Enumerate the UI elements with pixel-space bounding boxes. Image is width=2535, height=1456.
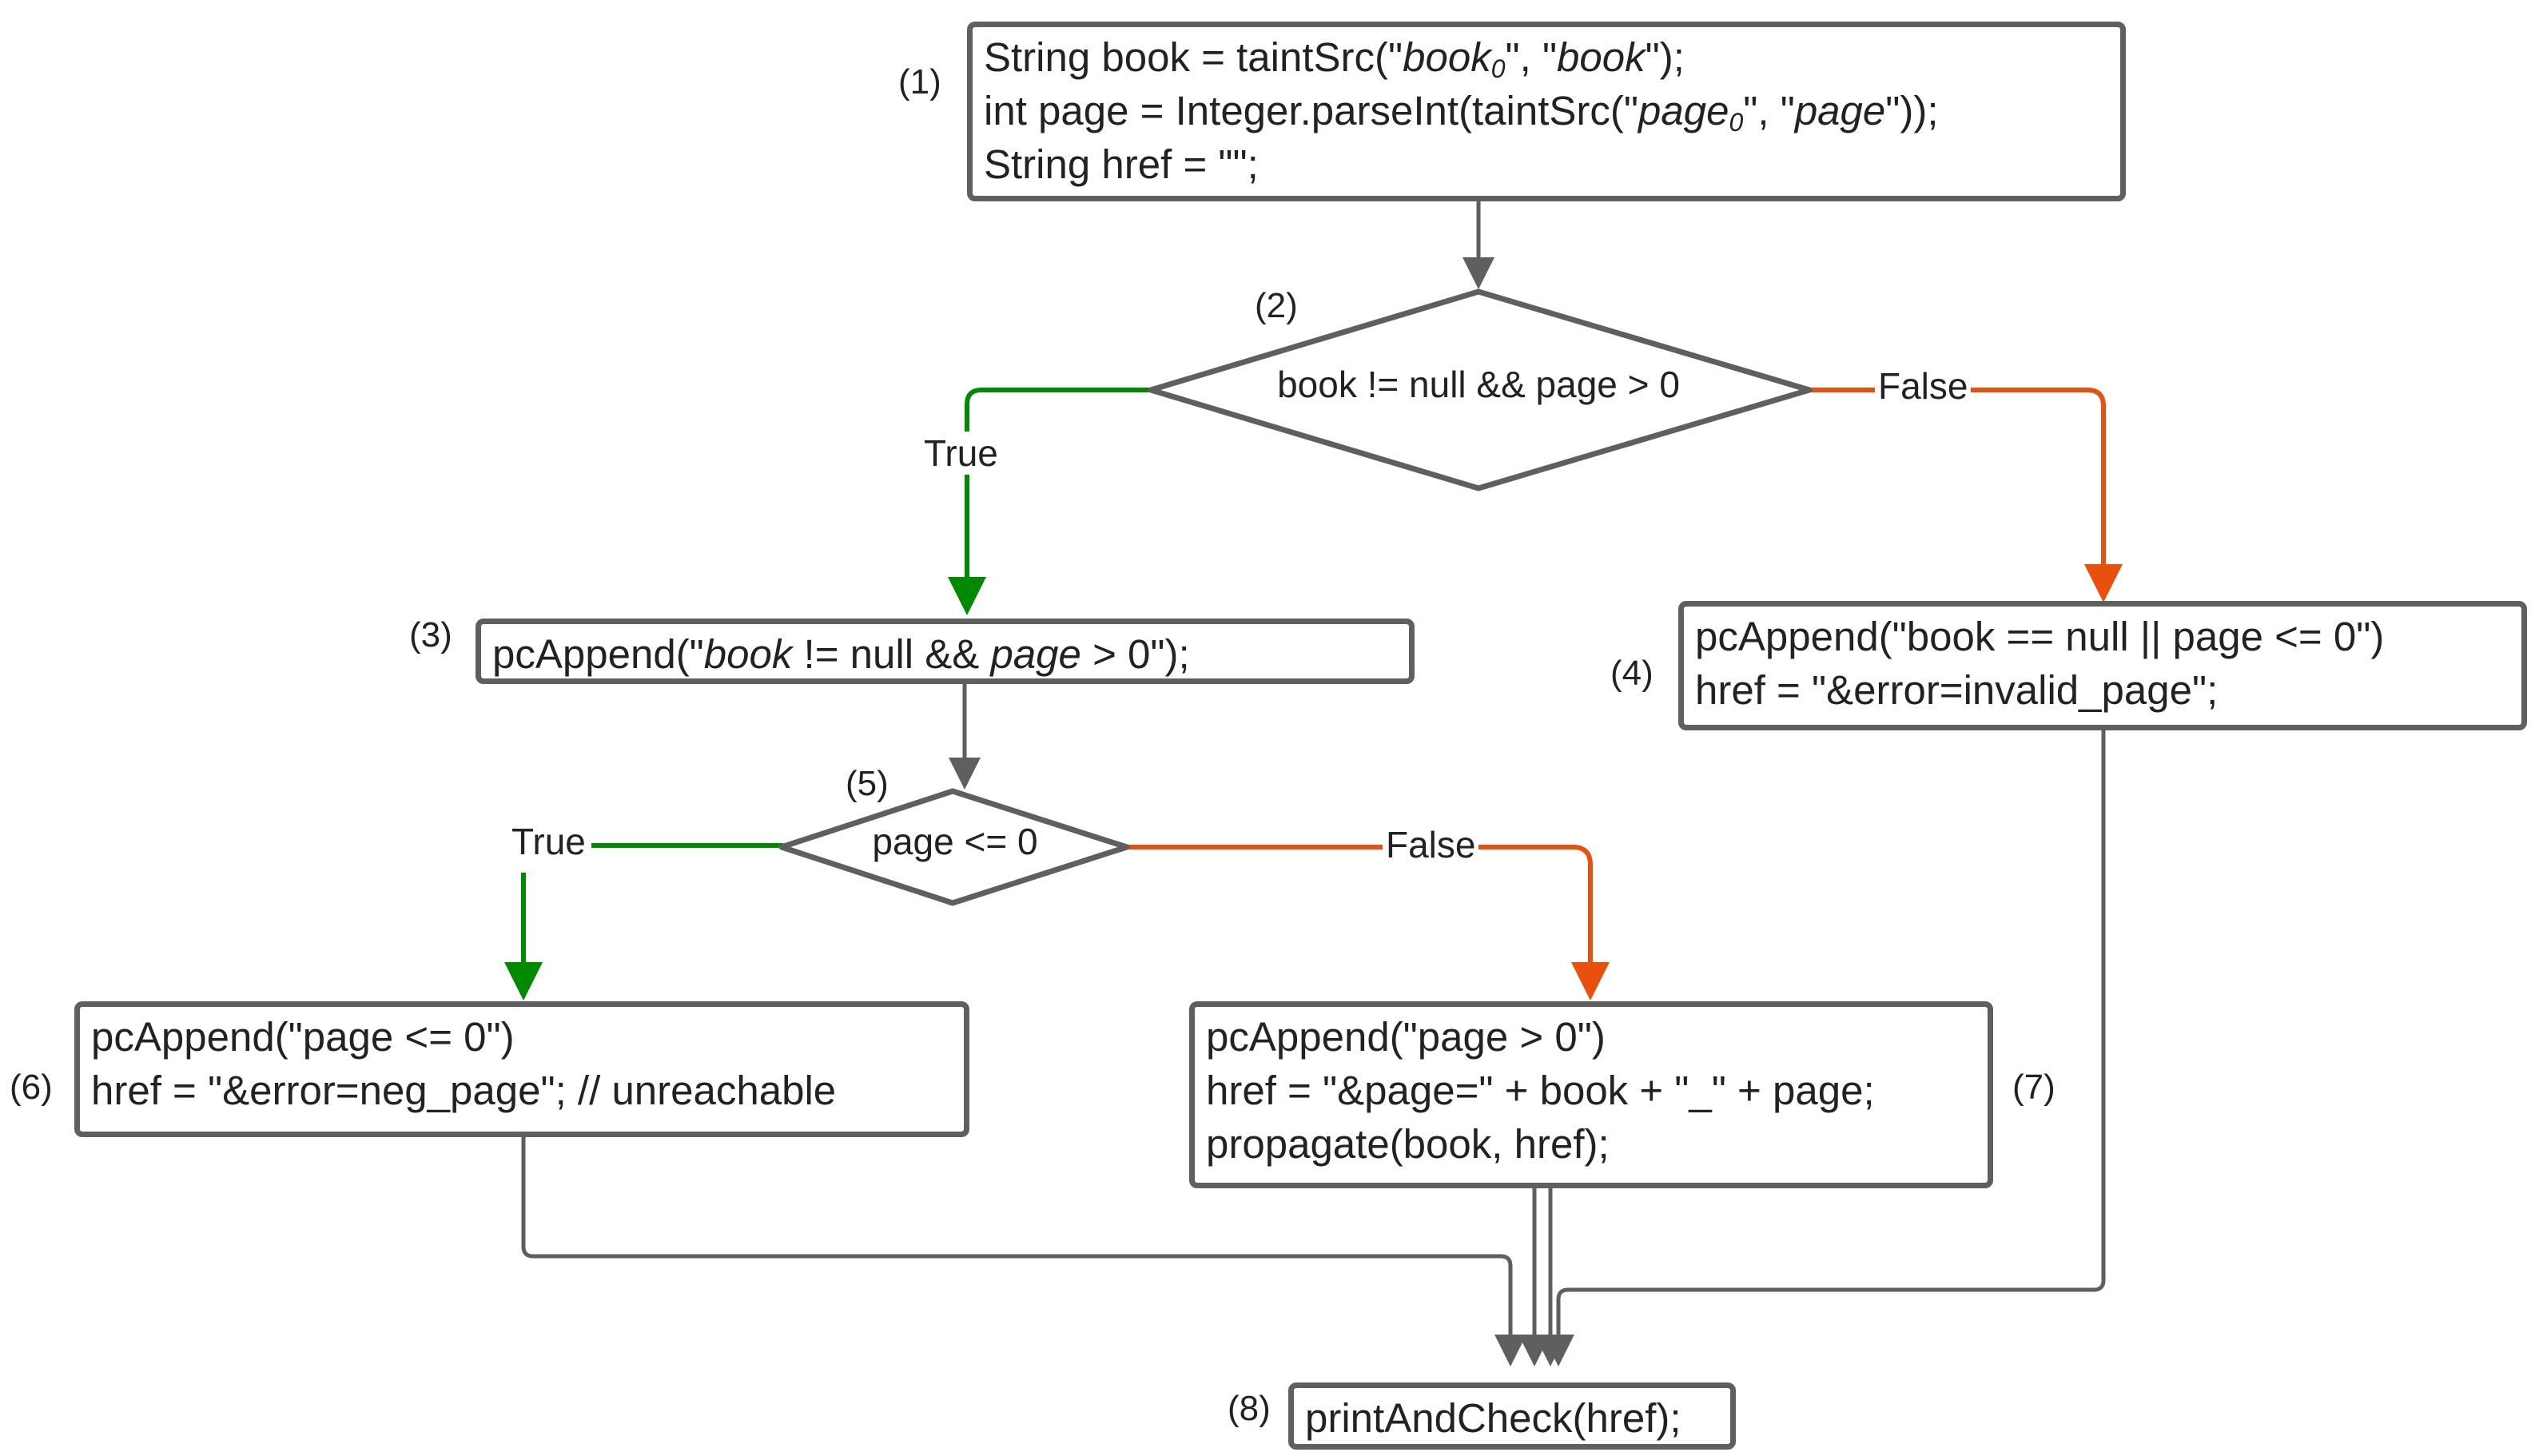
edge-2-true-label: True xyxy=(921,432,1001,475)
node-1: String book = taintSrc("book0", "book");… xyxy=(967,22,2126,201)
node-3-text: pcAppend("book != null && page > 0"); xyxy=(492,631,1190,677)
node-8-number: (8) xyxy=(1228,1389,1271,1428)
node-7-line-1: pcAppend("page > 0") xyxy=(1206,1014,1606,1060)
node-1-line-3: String href = ""; xyxy=(984,141,1259,187)
edge-5-false-label: False xyxy=(1383,823,1479,866)
edge-2-true-to-3 xyxy=(948,388,1151,615)
node-7-line-2: href = "&page=" + book + "_" + page; xyxy=(1206,1068,1875,1113)
node-5-condition: page <= 0 xyxy=(872,821,1038,862)
edge-2-false-to-4 xyxy=(1809,388,2123,603)
node-8: printAndCheck(href); xyxy=(1288,1382,1736,1450)
node-7-number: (7) xyxy=(2012,1068,2055,1107)
edge-5-true-label: True xyxy=(508,820,589,863)
decision-node-5-shape xyxy=(778,788,1130,906)
node-3-number: (3) xyxy=(409,615,452,654)
node-4-number: (4) xyxy=(1610,654,1654,693)
node-5-number: (5) xyxy=(846,764,889,803)
edge-4-to-8 xyxy=(1542,729,2106,1366)
node-3: pcAppend("book != null && page > 0"); xyxy=(476,619,1415,684)
node-6-line-2: href = "&error=neg_page"; // unreachable xyxy=(91,1068,837,1113)
edge-5-false-to-7 xyxy=(1127,845,1610,1001)
edge-2-false-label: False xyxy=(1875,364,1972,408)
edge-6-to-8 xyxy=(521,1136,1526,1366)
node-2-number: (2) xyxy=(1255,286,1298,325)
node-6-line-1: pcAppend("page <= 0") xyxy=(91,1014,515,1060)
node-1-number: (1) xyxy=(898,62,941,101)
node-6-number: (6) xyxy=(10,1068,53,1107)
node-8-text: printAndCheck(href); xyxy=(1305,1395,1681,1441)
node-6: pcAppend("page <= 0") href = "&error=neg… xyxy=(74,1001,969,1137)
node-4-line-2: href = "&error=invalid_page"; xyxy=(1695,667,2219,713)
node-7-line-3: propagate(book, href); xyxy=(1206,1121,1610,1167)
node-1-line-1: String book = taintSrc("book0", "book"); xyxy=(984,34,1685,83)
node-1-line-2: int page = Integer.parseInt(taintSrc("pa… xyxy=(984,88,1939,137)
decision-node-2-shape xyxy=(1148,288,1813,491)
node-7: pcAppend("page > 0") href = "&page=" + b… xyxy=(1189,1001,1993,1188)
node-4-line-1: pcAppend("book == null || page <= 0") xyxy=(1695,614,2385,659)
node-4: pcAppend("book == null || page <= 0") hr… xyxy=(1678,601,2527,730)
node-2-condition: book != null && page > 0 xyxy=(1277,364,1680,405)
